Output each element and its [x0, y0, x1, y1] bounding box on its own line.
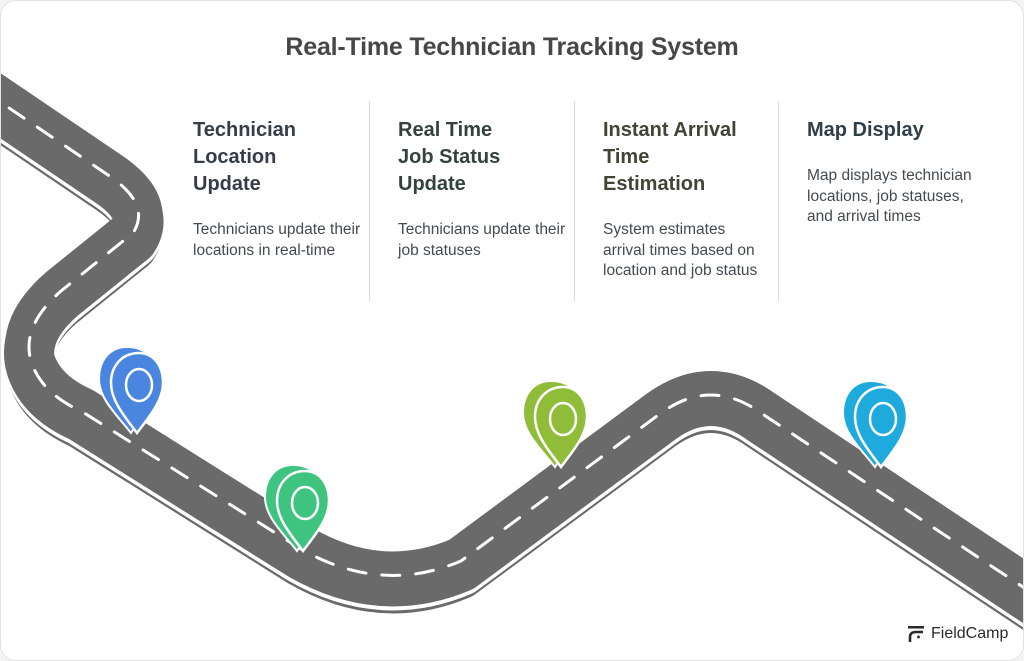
column-divider [369, 101, 370, 301]
brand-logo: FieldCamp [907, 625, 1008, 643]
step-description: System estimates arrival times based on … [603, 221, 758, 279]
step-description: Map displays technician locations, job s… [807, 167, 972, 225]
location-pin-icon-2 [263, 463, 331, 554]
column-divider [574, 101, 575, 301]
step-heading: Instant Arrival Time Estimation [603, 119, 737, 195]
step-instant-arrival-time-estimation: Instant Arrival Time Estimation System e… [603, 117, 771, 282]
location-pin-icon-3 [521, 379, 589, 470]
step-heading: Map Display [807, 119, 924, 141]
step-description: Technicians update their locations in re… [193, 221, 361, 259]
location-pin-icon-1 [97, 345, 165, 436]
step-map-display: Map Display Map displays technician loca… [807, 117, 979, 228]
step-heading: Technician Location Update [193, 119, 296, 195]
step-real-time-job-status-update: Real Time Job Status Update Technicians … [398, 117, 566, 261]
step-technician-location-update: Technician Location Update Technicians u… [193, 117, 361, 261]
step-heading: Real Time Job Status Update [398, 119, 501, 195]
step-description: Technicians update their job statuses [398, 221, 566, 259]
brand-name: FieldCamp [931, 625, 1009, 642]
fieldcamp-logo-icon [908, 626, 924, 642]
page-title: Real-Time Technician Tracking System [285, 33, 739, 61]
location-pin-icon-4 [841, 379, 909, 470]
column-divider [778, 101, 779, 301]
